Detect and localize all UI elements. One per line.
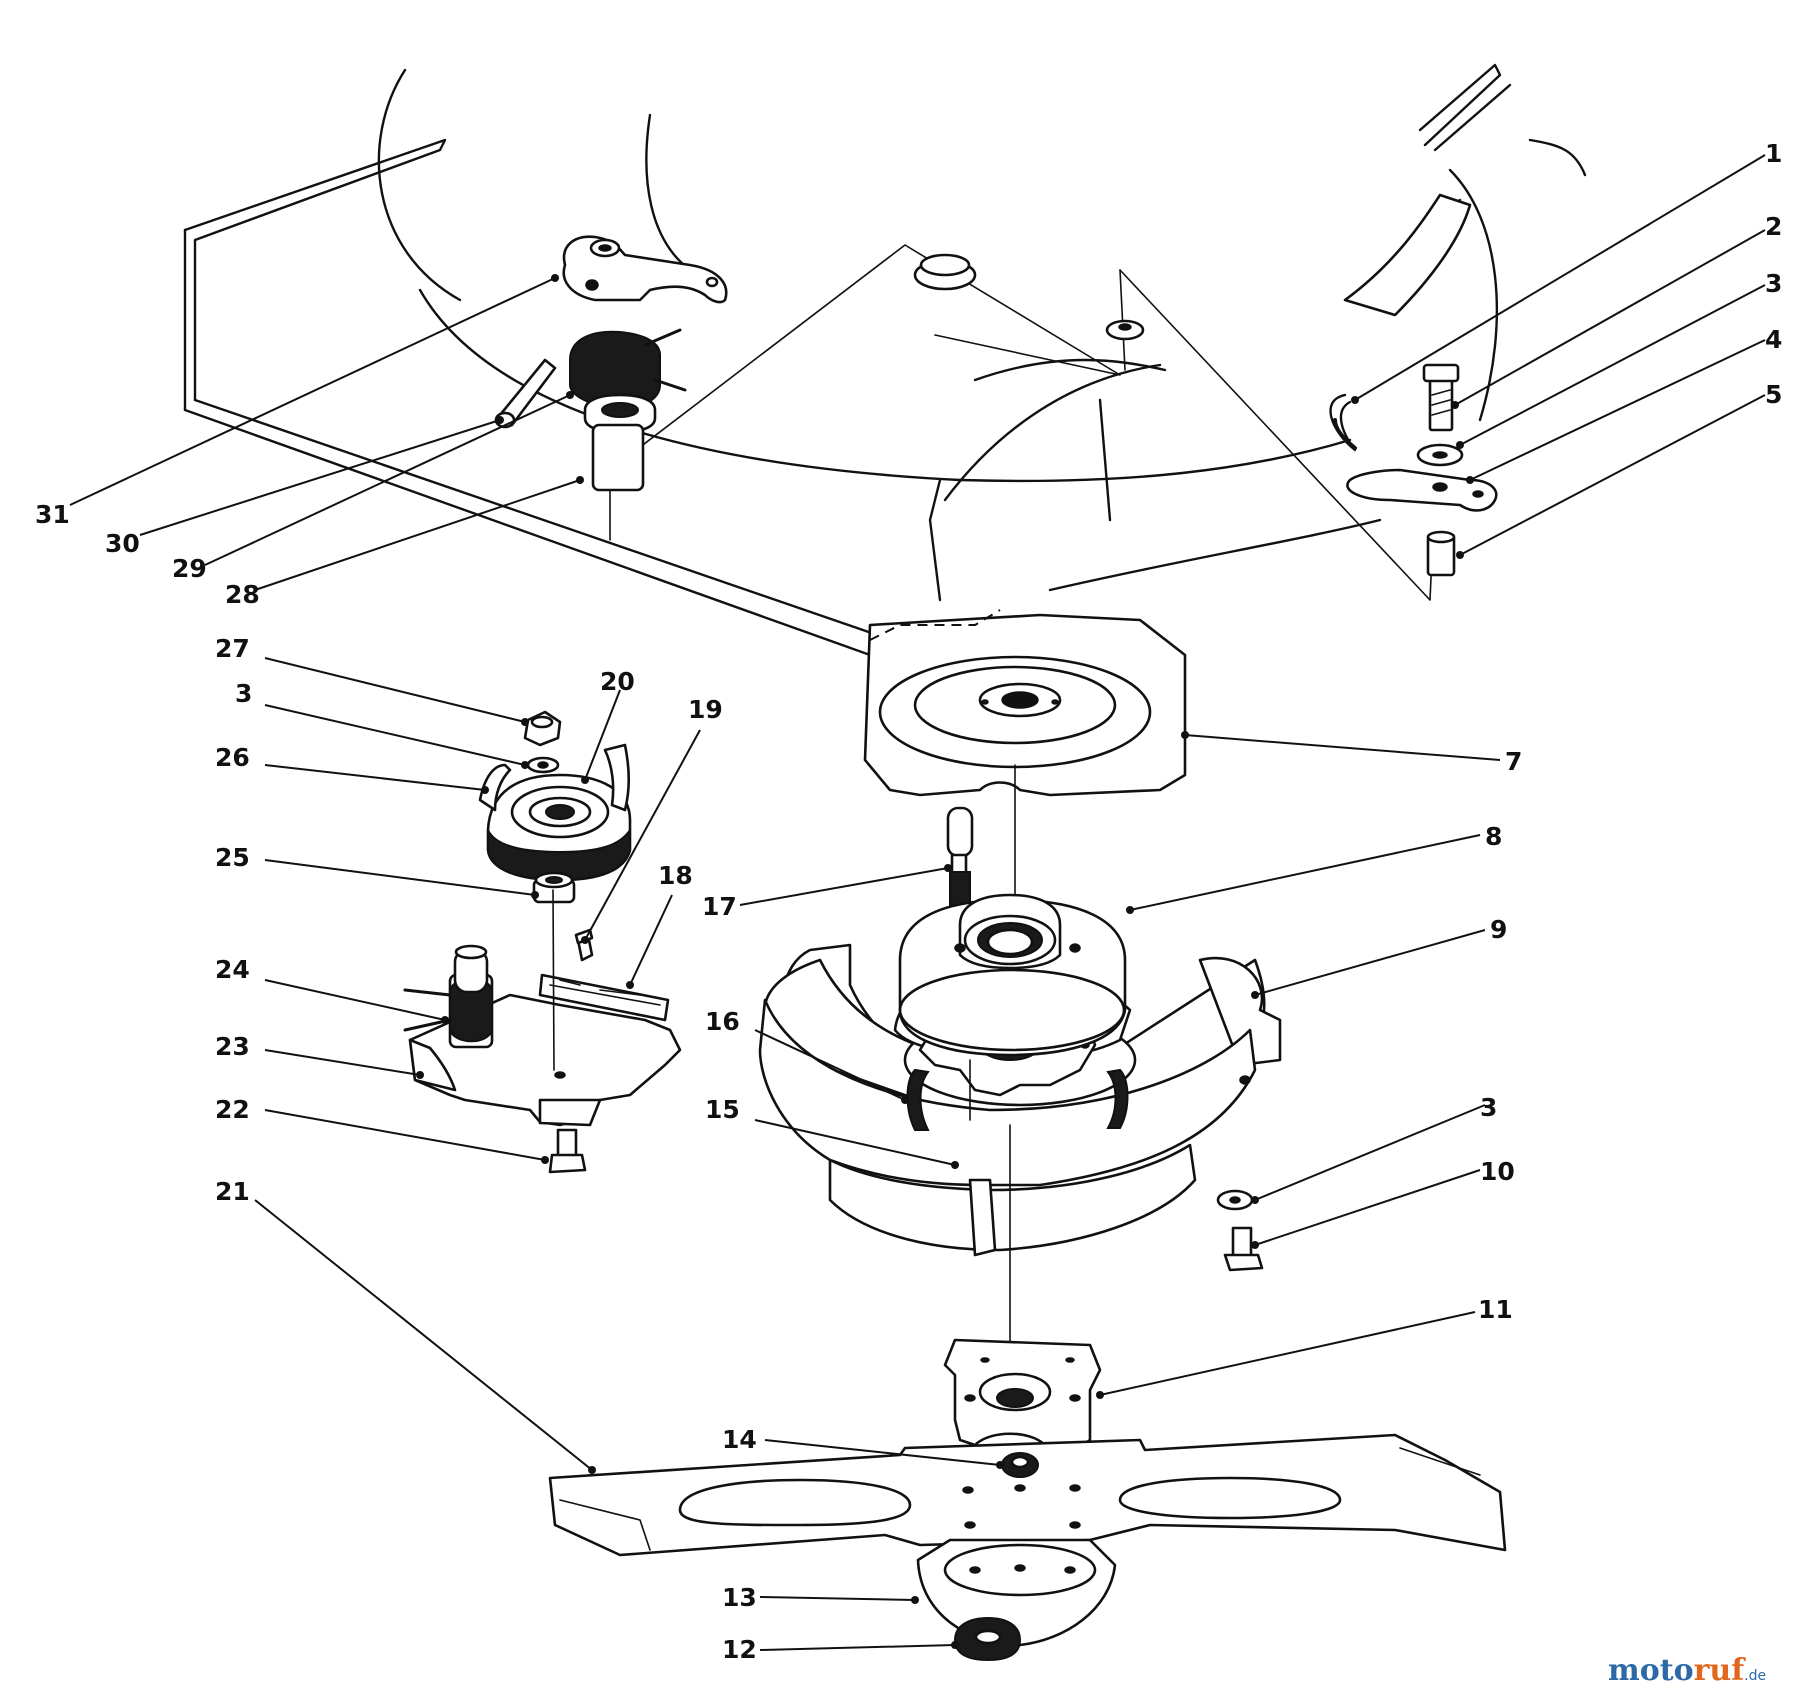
mounting-plate (863, 609, 1187, 896)
callout-12: 12 (722, 1635, 757, 1664)
callout-14: 14 (722, 1425, 757, 1454)
callout-10: 10 (1480, 1157, 1515, 1186)
svg-text:motoruf.de: motoruf.de (1608, 1653, 1766, 1688)
callout-26: 26 (215, 743, 250, 772)
drive-pin (946, 806, 974, 919)
callout-23: 23 (215, 1032, 250, 1061)
mower-blade (548, 1433, 1507, 1557)
blade-drive-housing (758, 893, 1282, 1346)
rear-arm-group (494, 235, 728, 492)
watermark-part-1: moto (1608, 1653, 1694, 1688)
callout-29: 29 (172, 554, 207, 583)
callout-5: 5 (1765, 380, 1782, 409)
mower-deck-housing (183, 63, 1587, 682)
leader-lines (69, 154, 1766, 1651)
callout-8: 8 (1485, 822, 1502, 851)
callout-21: 21 (215, 1177, 250, 1206)
callout-15: 15 (705, 1095, 740, 1124)
callout-22: 22 (215, 1095, 250, 1124)
callout-3: 3 (1765, 269, 1782, 298)
callout-24: 24 (215, 955, 250, 984)
callout-1: 1 (1765, 139, 1782, 168)
blade-stiffener-and-nut (916, 1538, 1117, 1662)
callout-7: 7 (1505, 747, 1522, 776)
callout-30: 30 (105, 529, 140, 558)
callout-28: 28 (225, 580, 260, 609)
height-adjust-bracket-group (1329, 363, 1498, 577)
watermark: motoruf.de (1608, 1653, 1766, 1688)
watermark-part-3: .de (1744, 1668, 1766, 1684)
callout-9: 9 (1490, 915, 1507, 944)
callout-labels: 1 2 3 4 5 7 8 9 3 10 11 14 13 12 21 22 2… (35, 139, 1782, 1664)
idler-pulley-group (403, 710, 682, 1174)
callout-2: 2 (1765, 212, 1782, 241)
blade-adapter (943, 1338, 1102, 1452)
washer-and-bolt-right (1216, 1189, 1264, 1272)
callout-27: 27 (215, 634, 250, 663)
callout-16: 16 (705, 1007, 740, 1036)
callout-25: 25 (215, 843, 250, 872)
callout-17: 17 (702, 892, 737, 921)
callout-18: 18 (658, 861, 693, 890)
callout-3-right: 3 (1480, 1093, 1497, 1122)
callout-4: 4 (1765, 325, 1782, 354)
callout-19: 19 (688, 695, 723, 724)
callout-20: 20 (600, 667, 635, 696)
callout-31: 31 (35, 500, 70, 529)
callout-3-left: 3 (235, 679, 252, 708)
callout-13: 13 (722, 1583, 757, 1612)
watermark-part-2: ruf (1694, 1653, 1747, 1688)
callout-11: 11 (1478, 1295, 1513, 1324)
